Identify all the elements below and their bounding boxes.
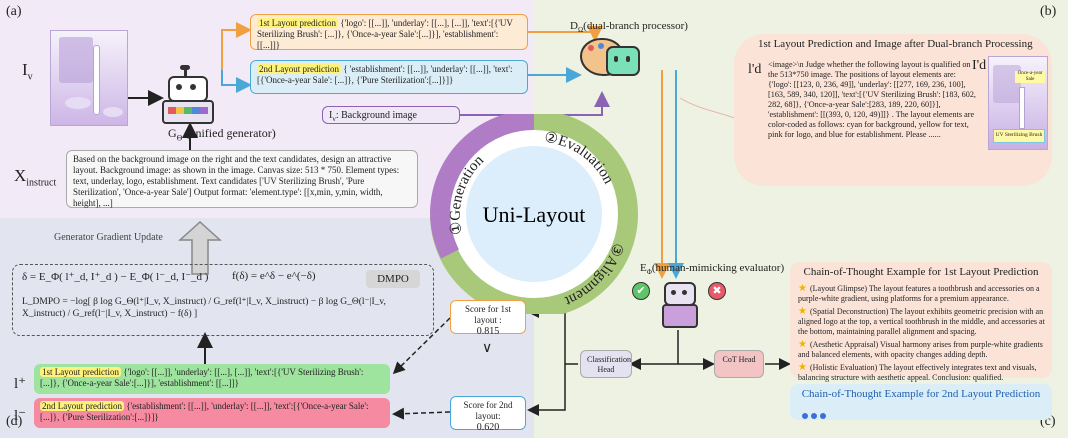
platform-shape-2 <box>103 107 123 117</box>
dmpo-badge: DMPO <box>366 270 420 288</box>
cot-box-second: Chain-of-Thought Example for 2nd Layout … <box>790 384 1052 420</box>
star-icon: ★ <box>798 306 807 317</box>
first-layout-prediction-box: 1st Layout prediction {'logo': [[...]], … <box>250 14 528 50</box>
cot-item: ★(Layout Glimpse) The layout features a … <box>798 283 1040 304</box>
center-title: Uni-Layout <box>483 202 586 227</box>
image-symbol-right: I'd <box>972 58 987 73</box>
score-second-value: 0.620 <box>476 422 500 433</box>
check-icon: ✔ <box>632 282 650 300</box>
star-icon: ★ <box>798 339 807 350</box>
product-poster-image <box>50 30 128 126</box>
second-prediction-tag: 2nd Layout prediction <box>257 64 341 74</box>
positive-layout-box: 1st Layout prediction {'logo': [[...]], … <box>34 364 390 394</box>
gradient-update-label: Generator Gradient Update <box>54 232 163 243</box>
first-prediction-text: {'logo': [[...]], 'underlay': [[...], [.… <box>257 18 513 50</box>
generator-label: GΘ (unified generator) <box>168 126 276 143</box>
classification-head: Classification Head <box>580 350 632 378</box>
score-first-box: Score for 1st layout : 0.815 <box>450 300 526 337</box>
cot-item: ★(Holistic Evaluation) The layout effect… <box>798 362 1037 383</box>
processor-robot-icon <box>606 46 640 76</box>
processing-bubble-text: <image>\n Judge whether the following la… <box>768 60 976 139</box>
second-prediction-text: { 'establishment': [[...]], 'underlay': … <box>257 64 513 85</box>
processor-label: DΩ(dual-branch processor) <box>570 20 688 35</box>
generator-robot-icon <box>162 65 220 124</box>
poster-panel <box>59 37 93 83</box>
toothbrush-shape <box>93 45 100 115</box>
layout-symbol-left: l'd <box>748 62 762 77</box>
processed-poster-image: Once-a-year Sale UV Sterilizing Brush <box>988 56 1048 150</box>
delta-equation: δ = E_Φ( l⁺_d, I⁺_d ) − E_Φ( l⁻_d, I⁻_d … <box>22 271 209 283</box>
cot-title-second: Chain-of-Thought Example for 2nd Layout … <box>801 388 1041 400</box>
uni-layout-ring: Uni-Layout ①Generation ②Evaluation ③Alig… <box>430 114 638 314</box>
panel-label-d: (d) <box>6 414 23 429</box>
evaluator-label: EΦ(human-mimicking evaluator) <box>640 262 785 277</box>
score-second-box: Score for 2nd layout: 0.620 <box>450 396 526 433</box>
dmpo-box <box>12 264 434 336</box>
background-image-input-box: Iv: Background image <box>322 106 460 124</box>
score-first-value: 0.815 <box>476 326 500 337</box>
processing-bubble-title: 1st Layout Prediction and Image after Du… <box>758 38 1033 50</box>
dmpo-loss-equation: L_DMPO = −log[ β log G_Θ(l⁺|I_v, X_instr… <box>22 297 386 319</box>
positive-layout-symbol: l⁺ <box>14 376 27 392</box>
cot-item: ★(Aesthetic Appraisal) Visual harmony ar… <box>798 339 1043 360</box>
second-layout-prediction-box: 2nd Layout prediction { 'establishment':… <box>250 60 528 94</box>
background-image-symbol: Iv <box>22 60 33 83</box>
f-delta-equation: f(δ) = e^δ − e^(−δ) <box>232 270 316 282</box>
ellipsis-icon <box>802 406 829 424</box>
cross-icon: ✖ <box>708 282 726 300</box>
cot-box-first: Chain-of-Thought Example for 1st Layout … <box>790 262 1052 382</box>
platform-shape <box>65 97 91 109</box>
panel-label-b: (b) <box>1040 4 1057 19</box>
poster-sale-label: Once-a-year Sale <box>1015 71 1045 83</box>
first-prediction-tag: 1st Layout prediction <box>257 18 338 28</box>
panel-label-a: (a) <box>6 4 22 19</box>
cot-head: CoT Head <box>714 350 764 378</box>
evaluator-robot-icon <box>652 278 704 328</box>
instruction-symbol: Xinstruct <box>14 166 57 189</box>
poster-brush-label: UV Sterilizing Brush <box>993 129 1045 143</box>
cot-title-first: Chain-of-Thought Example for 1st Layout … <box>803 266 1039 278</box>
instruction-box: Based on the background image on the rig… <box>66 150 418 208</box>
star-icon: ★ <box>798 283 807 294</box>
cot-list: ★(Layout Glimpse) The layout features a … <box>798 284 1048 386</box>
cot-item: ★(Spatial Deconstruction) The layout exh… <box>798 306 1045 337</box>
star-icon: ★ <box>798 362 807 373</box>
negative-layout-box: 2nd Layout prediction {'establishment': … <box>34 398 390 428</box>
negative-layout-symbol: l⁻ <box>14 408 27 424</box>
comparison-symbol: ∨ <box>482 341 493 356</box>
